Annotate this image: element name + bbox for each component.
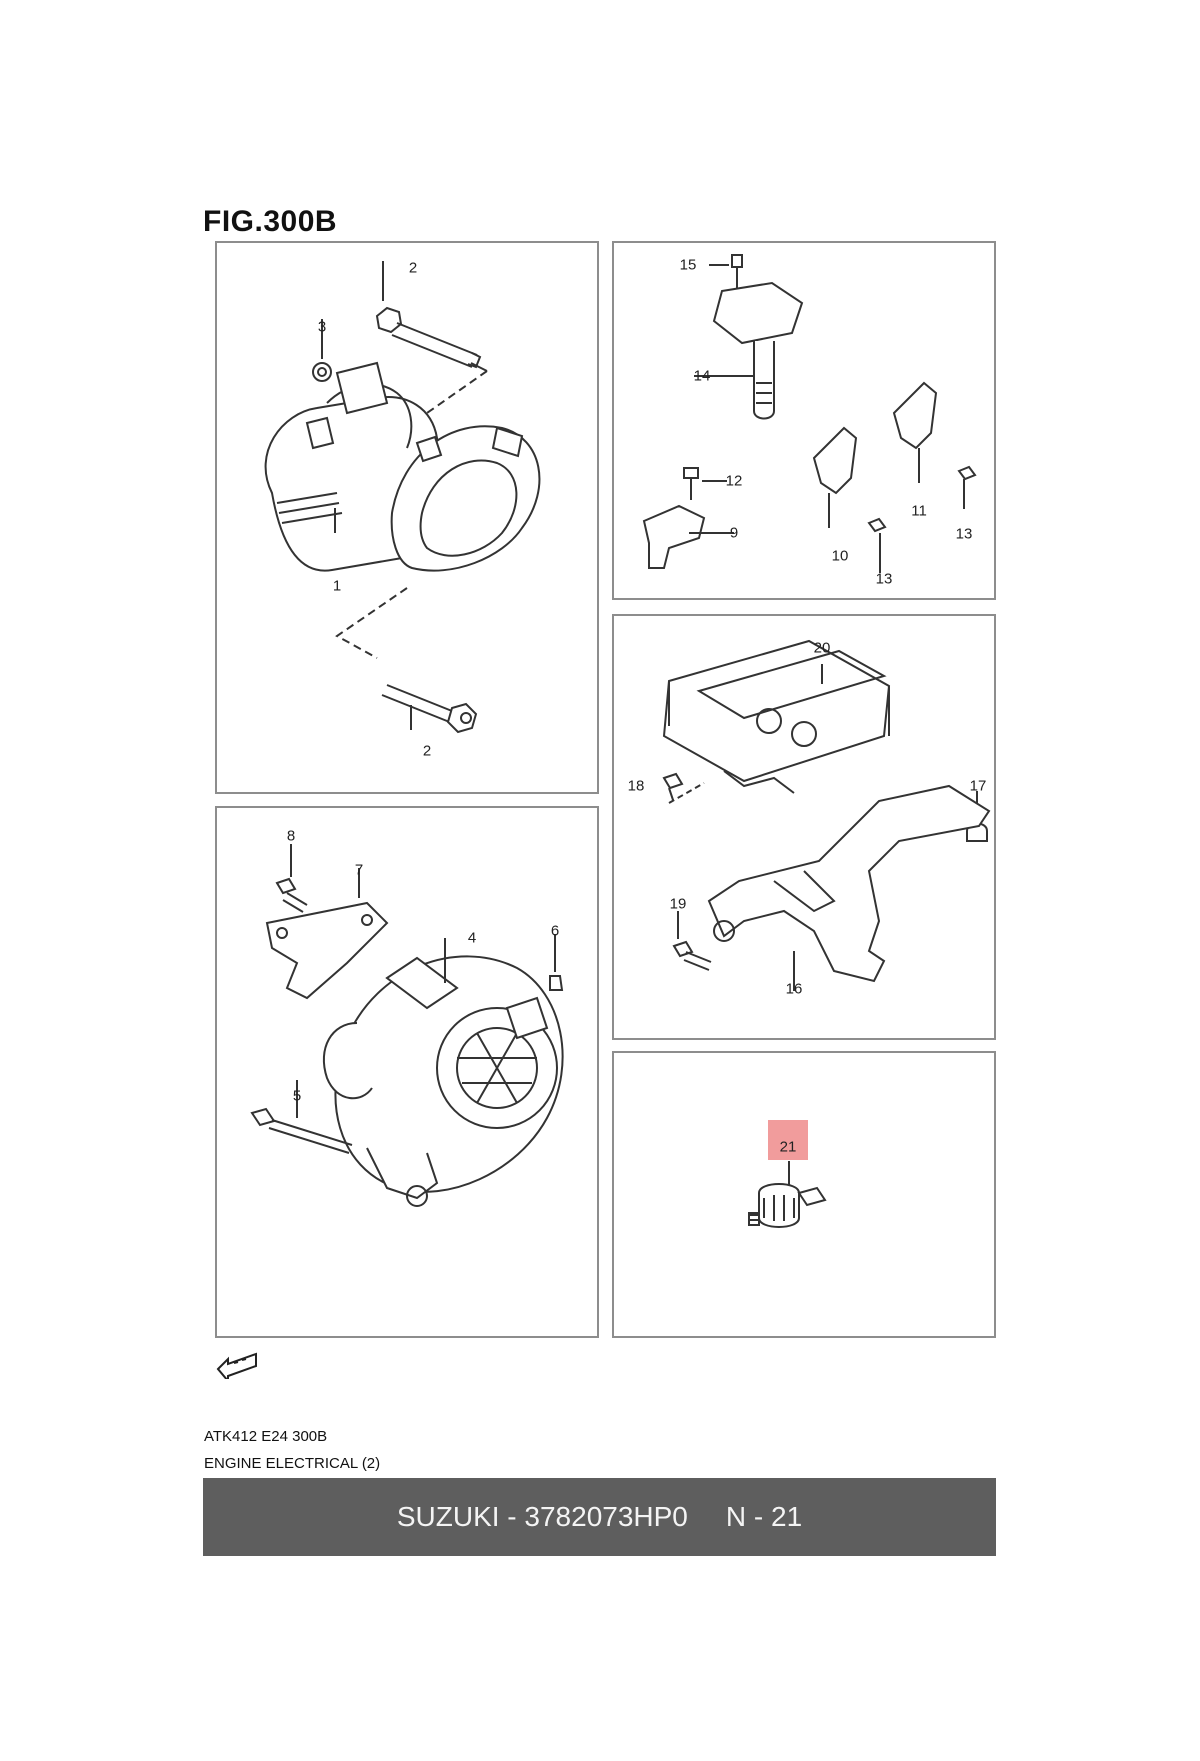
callout-5: 5 — [292, 1087, 302, 1105]
starter-panel: 1 2 2 3 — [215, 241, 599, 794]
callout-13-right: 13 — [955, 525, 973, 543]
figure-title: FIG.300B — [203, 205, 338, 238]
callout-16: 16 — [785, 980, 803, 998]
alternator-panel: 8 7 4 6 5 — [215, 806, 599, 1338]
ignition-panel: 15 14 12 9 10 11 13 13 — [612, 241, 996, 600]
callout-7: 7 — [354, 861, 364, 879]
callout-2-lower: 2 — [422, 742, 432, 760]
callout-11: 11 — [911, 502, 927, 520]
starter-motor-drawing — [264, 261, 541, 734]
part-banner: SUZUKI - 3782073HP0 N - 21 — [203, 1478, 996, 1556]
callout-21-highlight — [768, 1120, 808, 1160]
sensor-panel: 21 — [612, 1051, 996, 1338]
callout-18: 18 — [627, 777, 645, 795]
callout-21: 21 — [779, 1138, 797, 1156]
callout-3: 3 — [317, 318, 327, 336]
alternator-drawing — [250, 844, 564, 1207]
ecm-panel: 20 18 17 19 16 — [612, 614, 996, 1040]
ignition-sensors-drawing — [642, 254, 977, 573]
callout-15: 15 — [679, 256, 697, 274]
callout-1: 1 — [332, 577, 342, 595]
callout-13-bottom: 13 — [875, 570, 893, 588]
callout-17: 17 — [969, 777, 987, 795]
figure-description: ENGINE ELECTRICAL (2) — [204, 1455, 381, 1472]
callout-9: 9 — [729, 524, 739, 542]
callout-14: 14 — [693, 367, 711, 385]
callout-2-upper: 2 — [408, 259, 418, 277]
callout-20: 20 — [813, 639, 831, 657]
callout-10: 10 — [831, 547, 849, 565]
callout-6: 6 — [550, 922, 560, 940]
callout-4: 4 — [467, 929, 477, 947]
callout-12: 12 — [725, 472, 743, 490]
knock-sensor-drawing — [748, 1161, 827, 1228]
callout-19: 19 — [669, 895, 687, 913]
part-number-label: SUZUKI - 3782073HP0 — [396, 1501, 688, 1532]
front-direction-arrow-icon — [216, 1352, 257, 1379]
ecm-bracket-drawing — [662, 639, 991, 991]
figure-code: ATK412 E24 300B — [204, 1428, 328, 1445]
callout-8: 8 — [286, 827, 296, 845]
reference-number-label: N - 21 — [725, 1501, 803, 1532]
